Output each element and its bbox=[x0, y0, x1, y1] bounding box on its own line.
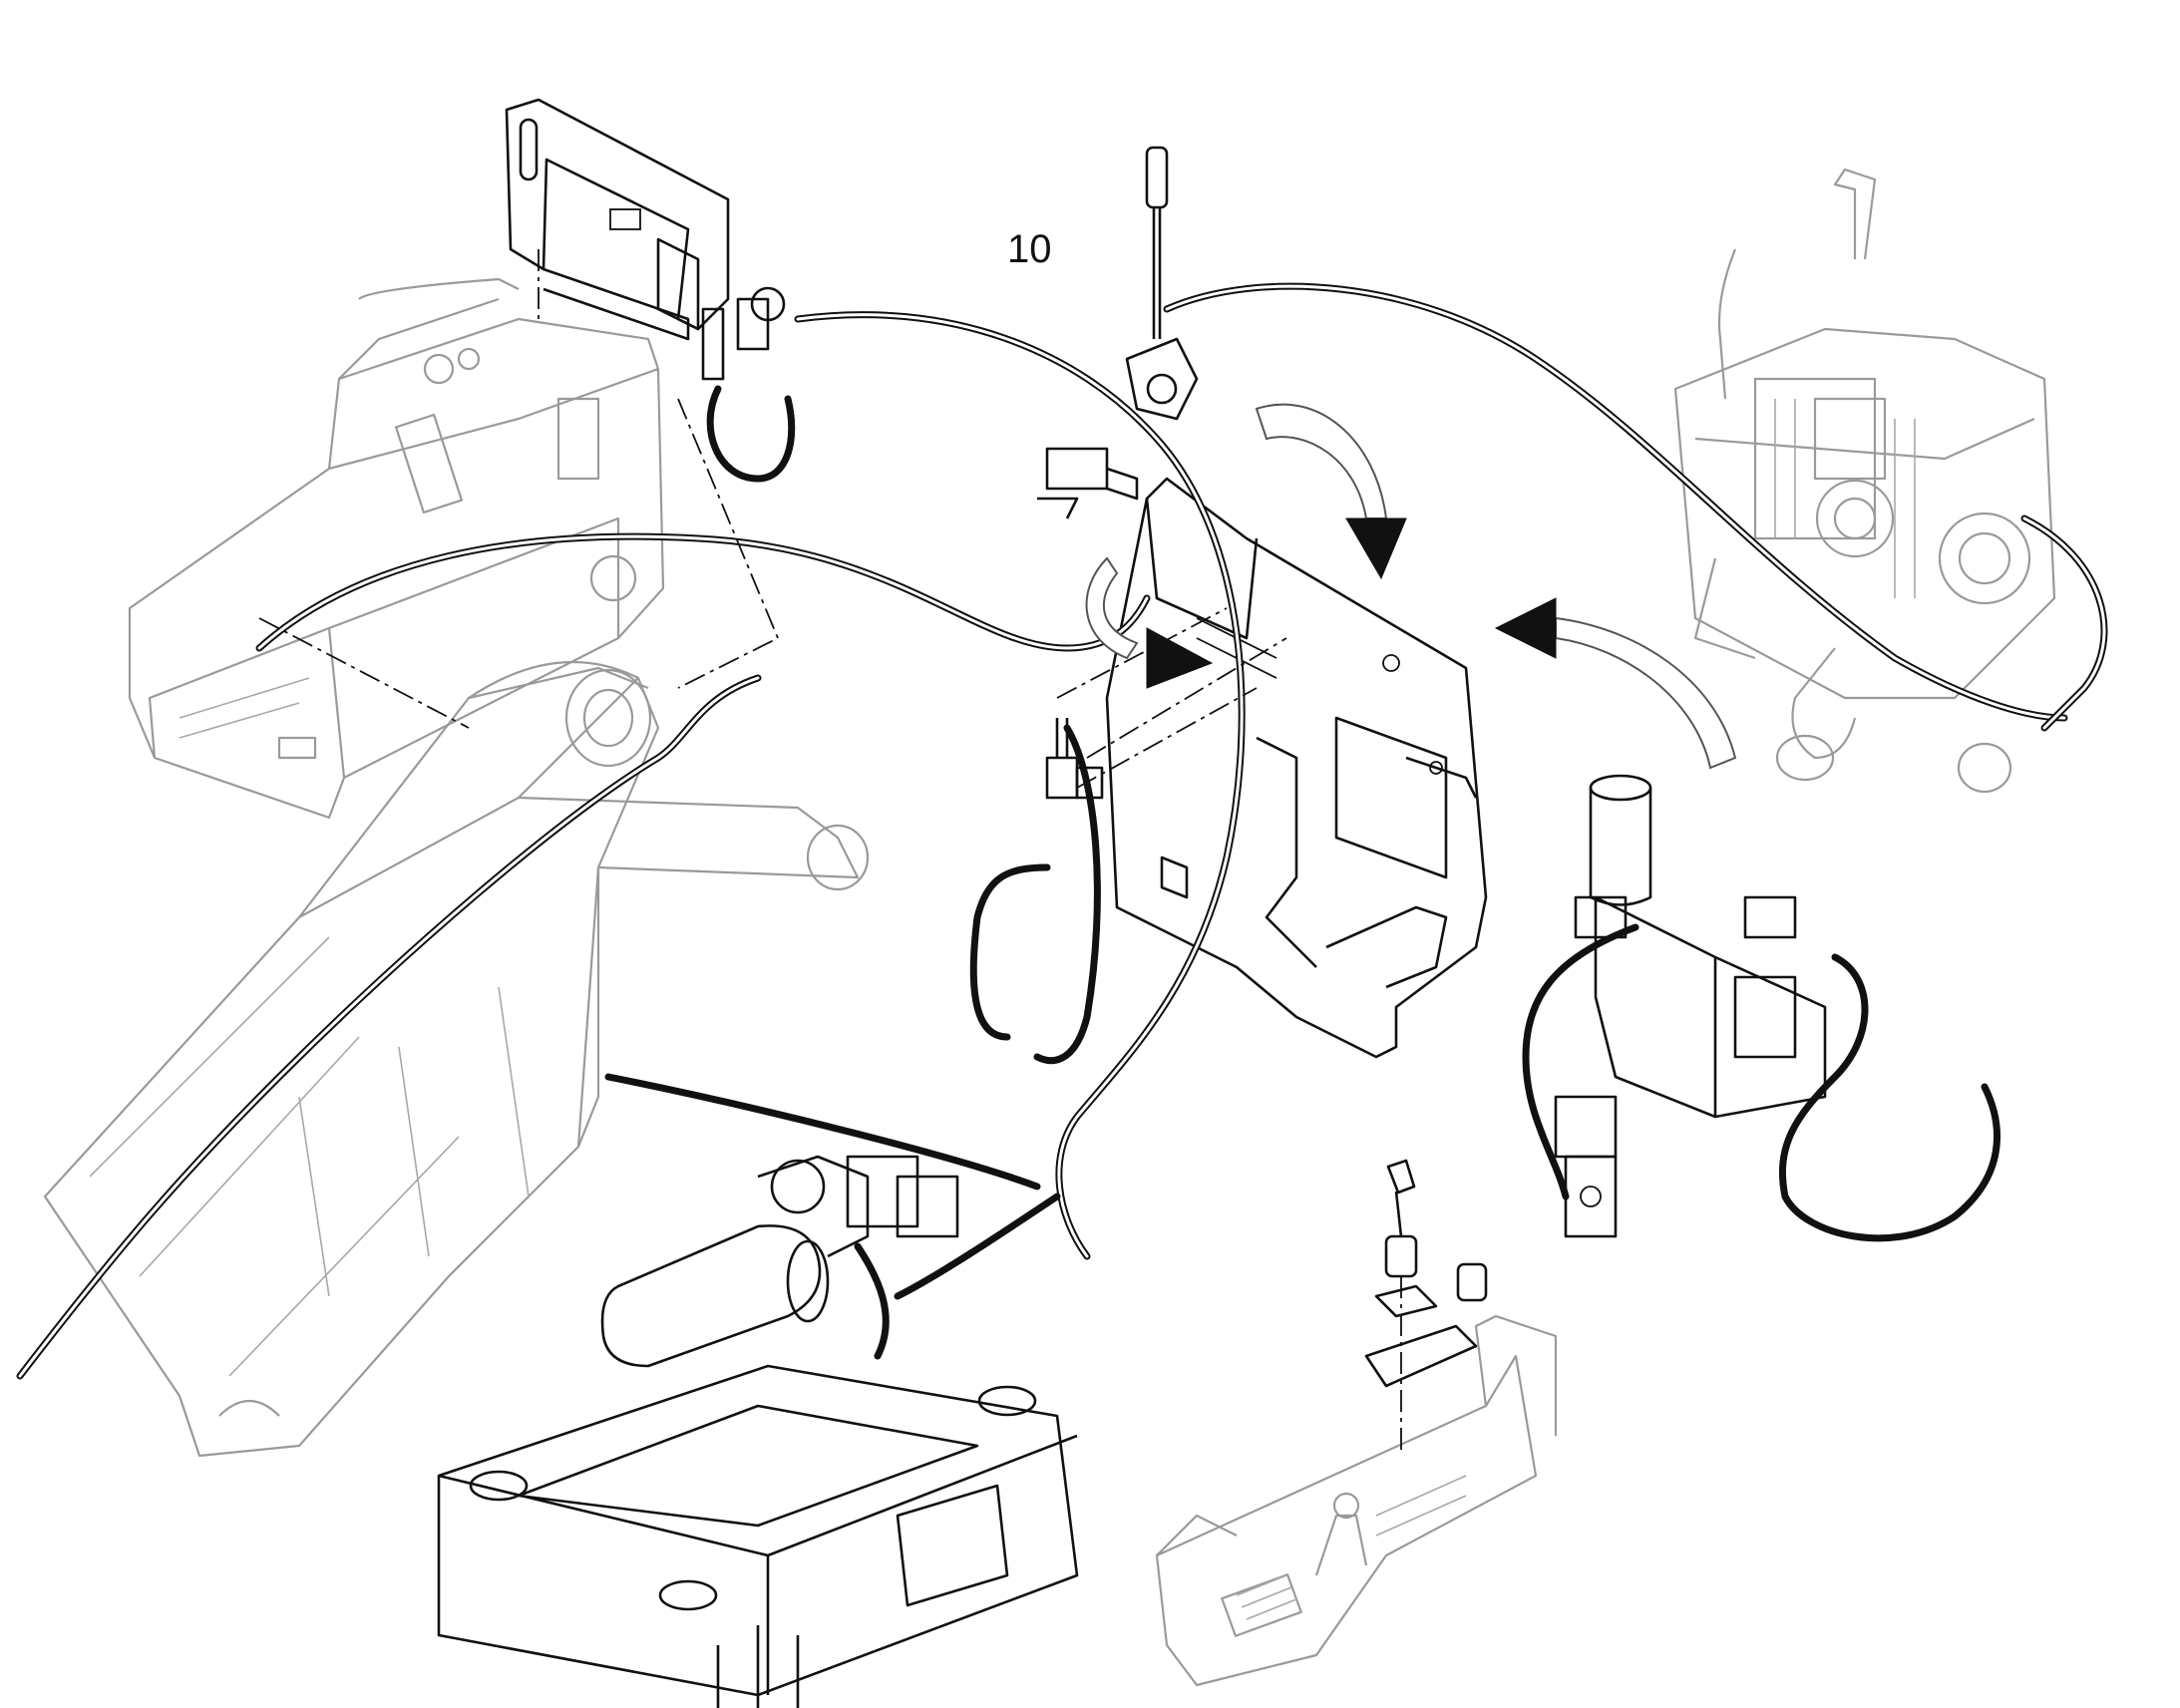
hose-routing bbox=[16, 282, 2108, 1380]
main-mounting-plate bbox=[1105, 477, 1488, 1059]
assembly-lines bbox=[258, 249, 1287, 789]
chassis-body bbox=[128, 277, 665, 820]
control-bracket bbox=[505, 98, 786, 381]
callout-label: 10 bbox=[1007, 227, 1052, 271]
assembly-arrows bbox=[1085, 403, 1737, 770]
hydraulic-tank-pump bbox=[1554, 774, 1827, 1238]
key-switch bbox=[1364, 1159, 1488, 1456]
engine-assembly bbox=[1673, 168, 2056, 794]
solenoid-valve-block bbox=[1037, 146, 1199, 800]
operator-console bbox=[1155, 1314, 1558, 1687]
fuel-tank-frame bbox=[437, 1155, 1079, 1708]
boom-arm bbox=[43, 660, 870, 1458]
